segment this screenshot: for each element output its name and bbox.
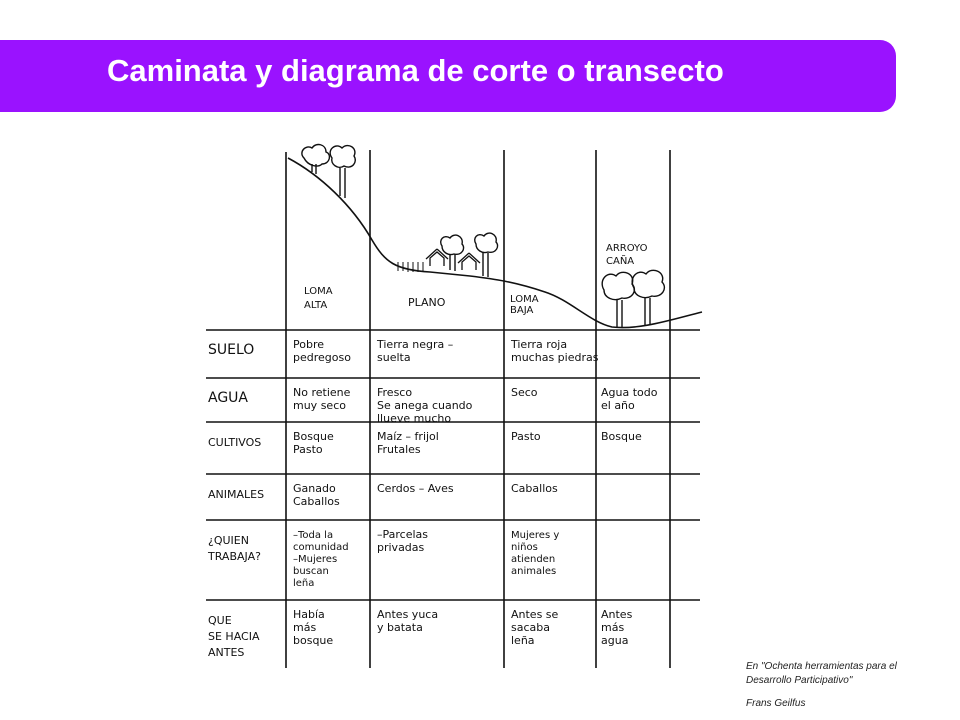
house-icon [457, 252, 481, 270]
tree-icon [474, 232, 499, 277]
cell-text: muchas piedras [511, 351, 599, 364]
cell-text: animales [511, 566, 556, 577]
cell-text: Fresco [377, 386, 412, 399]
cell-text: niños [511, 542, 538, 553]
cell-text: Antes [601, 608, 633, 621]
house-icon [425, 248, 449, 266]
cell-text: agua [601, 634, 628, 647]
cell-text: Ganado [293, 482, 336, 495]
cell-text: Había [293, 608, 325, 621]
credit-line: En "Ochenta herramientas para el [746, 661, 897, 672]
cell-text: Maíz – frijol [377, 430, 439, 443]
grid-lines [206, 150, 700, 668]
row-label: SUELO [208, 342, 254, 358]
cell-text: más [601, 621, 624, 634]
row-label: ¿QUIEN [208, 534, 249, 547]
cell-text: Pobre [293, 338, 324, 351]
tree-icon [631, 269, 666, 326]
cell-text: muy seco [293, 399, 346, 412]
cell-text: –Parcelas [377, 528, 428, 541]
row-labels: SUELO AGUA CULTIVOS ANIMALES ¿QUIEN TRABAJA? Q… [207, 342, 264, 659]
cell-text: pedregoso [293, 351, 351, 364]
cell-text: comunidad [293, 542, 349, 553]
tree-icon [329, 144, 356, 198]
cell-text: y batata [377, 621, 423, 634]
cell-text: leña [511, 634, 535, 647]
cell-text: llueve mucho [377, 412, 451, 425]
tree-icon [601, 271, 636, 328]
row-label: AGUA [208, 390, 248, 406]
cell-text: Se anega cuando [377, 399, 473, 412]
cell-text: leña [293, 578, 314, 589]
cell-text: Caballos [293, 495, 340, 508]
cell-text: Seco [511, 386, 538, 399]
cell-text: buscan [293, 566, 329, 577]
row-label: SE HACIA [208, 630, 260, 643]
row-label: TRABAJA? [207, 550, 261, 563]
cell-text: No retiene [293, 386, 351, 399]
cell-text: Antes se [511, 608, 559, 621]
cell-text: sacaba [511, 621, 550, 634]
cell-text: bosque [293, 634, 333, 647]
cell-text: Antes yuca [377, 608, 438, 621]
zone-label: CAÑA [606, 254, 634, 267]
cell-text: Pasto [511, 430, 541, 443]
zone-label: BAJA [510, 305, 533, 316]
zone-label: ALTA [304, 300, 327, 311]
cell-text: –Toda la [293, 530, 333, 541]
cell-text: Bosque [293, 430, 334, 443]
cell-text: suelta [377, 351, 411, 364]
cell-text: atienden [511, 554, 555, 565]
cell-text: Tierra roja [510, 338, 567, 351]
row-label: QUE [208, 614, 232, 627]
zone-label: ARROYO [606, 243, 648, 254]
cell-text: el año [601, 399, 635, 412]
credit-source: En "Ochenta herramientas para el Desarro… [746, 660, 897, 688]
cell-text: Mujeres y [511, 530, 559, 541]
credit-line: Desarrollo Participativo" [746, 675, 853, 686]
title-banner: Caminata y diagrama de corte o transecto [0, 40, 896, 112]
cell-text: Tierra negra – [376, 338, 453, 351]
cell-text: privadas [377, 541, 425, 554]
cell-text: Agua todo [601, 386, 658, 399]
cell-text: Frutales [377, 443, 421, 456]
credit-author: Frans Geilfus [746, 698, 806, 709]
zone-label: LOMA [304, 286, 333, 297]
cell-text: –Mujeres [293, 554, 337, 565]
fence-icon [397, 262, 424, 272]
cell-text: Caballos [511, 482, 558, 495]
zone-label: PLANO [408, 296, 446, 309]
zone-label: LOMA [510, 294, 539, 305]
row-label: CULTIVOS [208, 436, 261, 449]
tree-icon [301, 143, 331, 174]
cell-text: Bosque [601, 430, 642, 443]
page-title: Caminata y diagrama de corte o transecto [107, 53, 724, 88]
cell-text: Cerdos – Aves [377, 482, 454, 495]
row-label: ANTES [208, 646, 244, 659]
cell-text: Pasto [293, 443, 323, 456]
row-label: ANIMALES [208, 488, 264, 501]
cell-text: más [293, 621, 316, 634]
tree-icon [440, 234, 465, 271]
